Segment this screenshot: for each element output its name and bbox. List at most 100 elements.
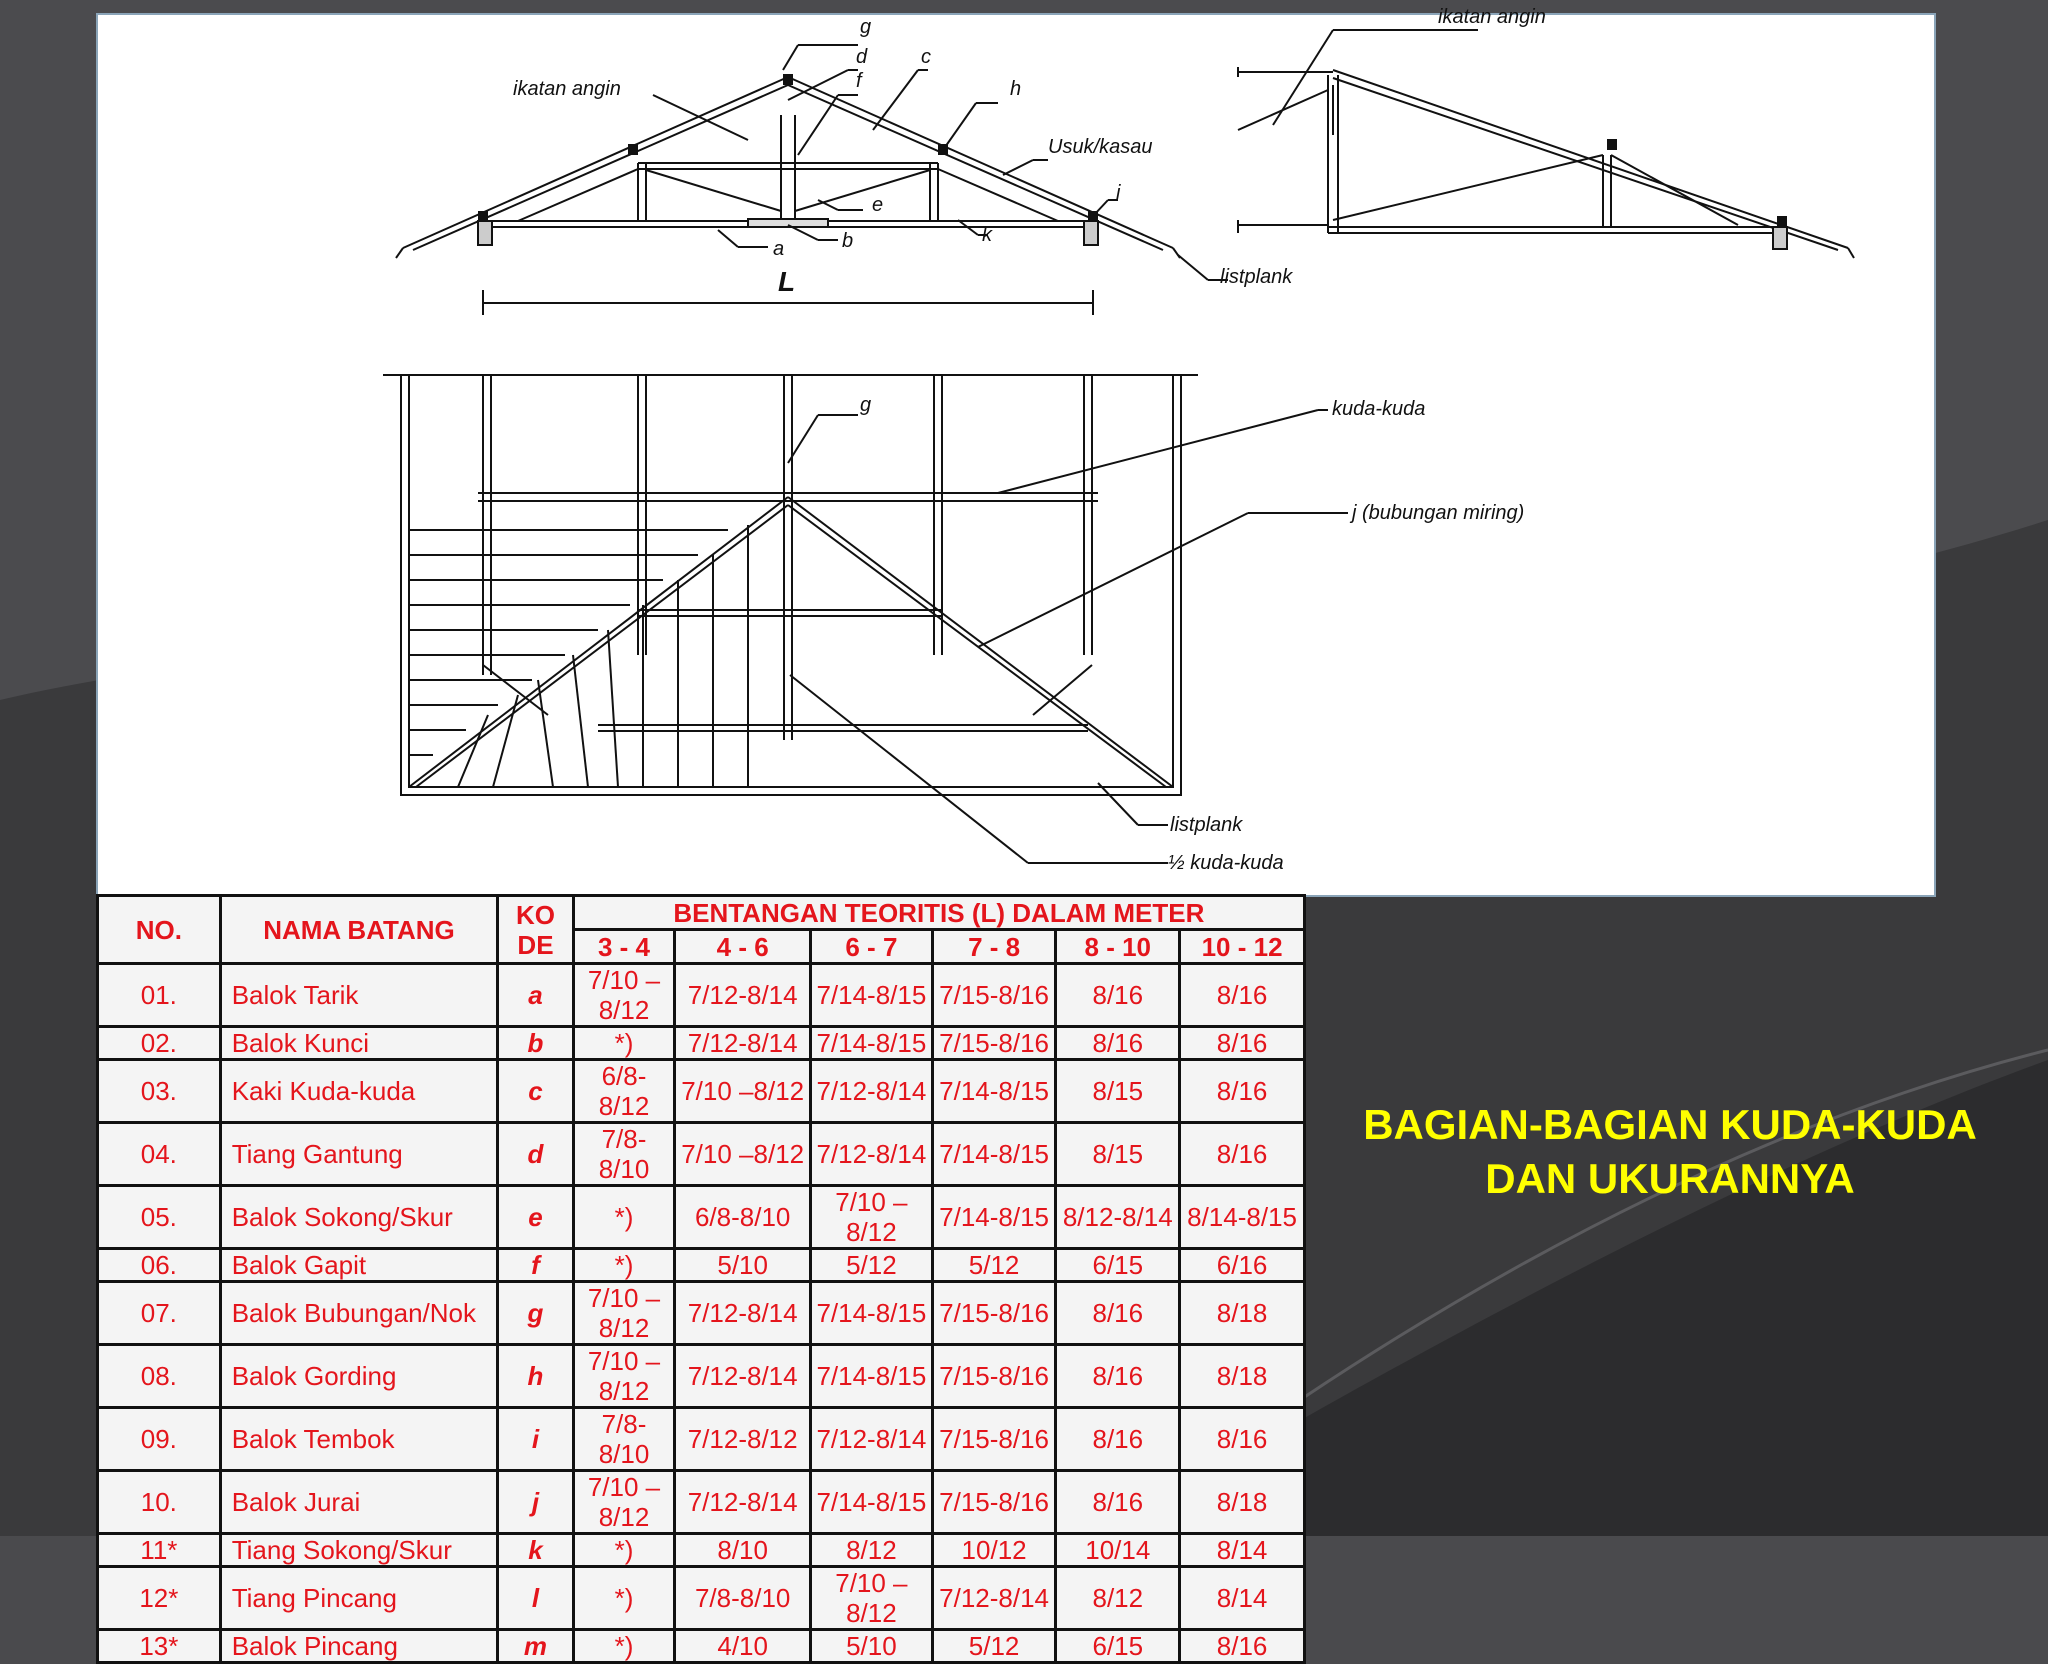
cell-size: 8/16: [1054, 1025, 1182, 1061]
cell-size: 7/12-8/14: [809, 1406, 934, 1472]
header-span: 6 - 7: [809, 928, 934, 965]
cell-size: 7/10 – 8/12: [571, 1469, 677, 1535]
cell-size: 8/16: [1178, 1025, 1306, 1061]
cell-size: 8/16: [1178, 962, 1306, 1028]
label-a: a: [773, 238, 785, 260]
cell-nama-batang: Balok Sokong/Skur: [218, 1184, 500, 1250]
label-d: d: [856, 46, 868, 68]
cell-size: 5/12: [809, 1247, 934, 1283]
cell-size: 8/16: [1054, 1343, 1182, 1409]
cell-no: 06.: [96, 1247, 222, 1283]
cell-kode: f: [496, 1247, 575, 1283]
label-plan-g: g: [860, 394, 872, 416]
cell-size: 7/15-8/16: [930, 1025, 1058, 1061]
cell-size: 7/14-8/15: [809, 1469, 934, 1535]
cell-size: 7/15-8/16: [930, 962, 1058, 1028]
cell-kode: b: [496, 1025, 575, 1061]
cell-kode: c: [496, 1058, 575, 1124]
cell-size: 8/12: [1054, 1565, 1182, 1631]
cell-size: 7/10 – 8/12: [571, 1343, 677, 1409]
cell-nama-batang: Balok Kunci: [218, 1025, 500, 1061]
header-kode: KO DE: [496, 894, 575, 965]
header-span: 4 - 6: [673, 928, 813, 965]
cell-size: 7/14-8/15: [809, 1280, 934, 1346]
cell-size: 7/8-8/10: [673, 1565, 813, 1631]
cell-nama-batang: Balok Jurai: [218, 1469, 500, 1535]
cell-nama-batang: Balok Tarik: [218, 962, 500, 1028]
label-listplank-top: listplank: [1220, 266, 1293, 288]
cell-no: 09.: [96, 1406, 222, 1472]
cell-size: 7/10 – 8/12: [571, 962, 677, 1028]
cell-kode: a: [496, 962, 575, 1028]
label-half-ikatan-angin: ikatan angin: [1438, 6, 1546, 28]
cell-size: 8/16: [1054, 1280, 1182, 1346]
cell-no: 05.: [96, 1184, 222, 1250]
cell-size: 7/10 –8/12: [673, 1121, 813, 1187]
cell-size: 8/14: [1178, 1565, 1306, 1631]
cell-no: 13*: [96, 1628, 222, 1664]
cell-size: 5/10: [673, 1247, 813, 1283]
cell-no: 04.: [96, 1121, 222, 1187]
cell-size: 8/16: [1178, 1628, 1306, 1664]
cell-size: 8/18: [1178, 1343, 1306, 1409]
cell-size: 7/12-8/14: [809, 1058, 934, 1124]
cell-size: 7/14-8/15: [930, 1121, 1058, 1187]
cell-kode: m: [496, 1628, 575, 1664]
cell-size: 7/15-8/16: [930, 1469, 1058, 1535]
cell-size: 7/12-8/14: [809, 1121, 934, 1187]
label-span-L: L: [778, 266, 796, 297]
half-truss-elevation: [1237, 29, 1855, 259]
cell-size: 5/10: [809, 1628, 934, 1664]
cell-nama-batang: Balok Bubungan/Nok: [218, 1280, 500, 1346]
timber-size-table: NO. NAMA BATANG KO DE BENTANGAN TEORITIS…: [96, 894, 1307, 1664]
cell-nama-batang: Balok Gapit: [218, 1247, 500, 1283]
cell-size: 8/16: [1054, 962, 1182, 1028]
cell-kode: k: [496, 1532, 575, 1568]
drawing-panel: g d c f h ikatan angin Usuk/kasau i e k …: [96, 7, 1936, 897]
cell-size: 7/14-8/15: [809, 962, 934, 1028]
cell-kode: l: [496, 1565, 575, 1631]
cell-size: 7/12-8/14: [673, 962, 813, 1028]
cell-no: 11*: [96, 1532, 222, 1568]
cell-size: 7/12-8/14: [673, 1025, 813, 1061]
cell-size: 7/12-8/14: [930, 1565, 1058, 1631]
cell-kode: e: [496, 1184, 575, 1250]
cell-no: 03.: [96, 1058, 222, 1124]
cell-kode: g: [496, 1280, 575, 1346]
cell-size: *): [571, 1247, 677, 1283]
header-span: 8 - 10: [1054, 928, 1182, 965]
cell-size: 7/10 –8/12: [809, 1184, 934, 1250]
cell-size: 8/12-8/14: [1054, 1184, 1182, 1250]
label-e: e: [872, 194, 884, 216]
cell-size: 8/14: [1178, 1532, 1306, 1568]
cell-size: 7/14-8/15: [809, 1025, 934, 1061]
cell-size: 8/16: [1054, 1406, 1182, 1472]
label-half-kuda-kuda: ½ kuda-kuda: [1168, 852, 1284, 874]
cell-size: 6/8-8/10: [673, 1184, 813, 1250]
cell-kode: i: [496, 1406, 575, 1472]
cell-size: 5/12: [930, 1247, 1058, 1283]
label-g: g: [860, 16, 872, 38]
cell-size: 8/15: [1054, 1058, 1182, 1124]
cell-size: *): [571, 1565, 677, 1631]
label-kuda-kuda: kuda-kuda: [1332, 398, 1426, 420]
cell-nama-batang: Tiang Pincang: [218, 1565, 500, 1631]
cell-size: 10/12: [930, 1532, 1058, 1568]
label-listplank-plan: listplank: [1170, 814, 1243, 836]
header-span: 10 - 12: [1178, 928, 1306, 965]
cell-size: 8/15: [1054, 1121, 1182, 1187]
cell-size: 7/12-8/14: [673, 1469, 813, 1535]
label-ikatan-angin: ikatan angin: [513, 78, 621, 100]
cell-size: 7/8-8/10: [571, 1121, 677, 1187]
label-b: b: [842, 230, 854, 252]
cell-nama-batang: Tiang Sokong/Skur: [218, 1532, 500, 1568]
truss-drawing: [383, 29, 1855, 864]
cell-size: *): [571, 1025, 677, 1061]
cell-size: 8/16: [1178, 1058, 1306, 1124]
